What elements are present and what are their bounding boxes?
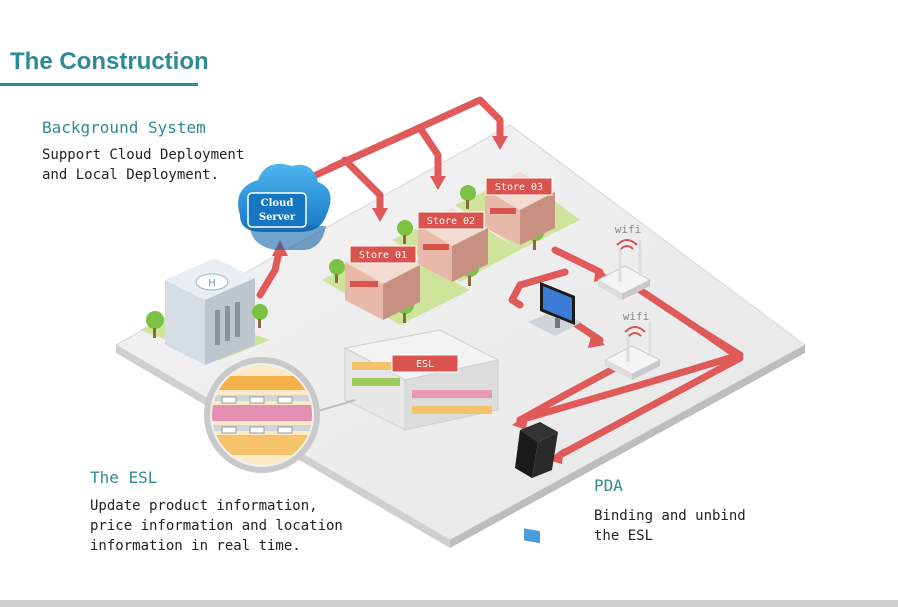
- pda-line1: Binding and unbind: [594, 508, 746, 524]
- svg-text:Cloud: Cloud: [261, 198, 294, 209]
- svg-text:Store 02: Store 02: [427, 216, 475, 227]
- svg-text:Store 01: Store 01: [359, 250, 407, 261]
- background-system-heading: Background System: [42, 118, 206, 137]
- store-label-01: Store 01: [349, 245, 417, 264]
- svg-text:wifi: wifi: [615, 223, 642, 236]
- the-esl-line2: price information and location: [90, 518, 343, 534]
- the-esl-line3: information in real time.: [90, 538, 301, 554]
- the-esl-heading: The ESL: [90, 468, 158, 487]
- svg-text:Store 03: Store 03: [495, 182, 543, 193]
- store-label-03: Store 03: [485, 177, 553, 196]
- svg-text:Server: Server: [259, 212, 296, 223]
- svg-text:H: H: [208, 278, 216, 289]
- the-esl-line1: Update product information,: [90, 498, 318, 514]
- svg-text:wifi: wifi: [623, 310, 650, 323]
- esl-label-badge: ESL: [391, 354, 459, 373]
- background-system-line2: and Local Deployment.: [42, 167, 220, 183]
- title-underline: [0, 83, 198, 86]
- background-system-line1: Support Cloud Deployment: [42, 147, 245, 163]
- headquarters-building: H: [165, 258, 255, 365]
- wifi-router-icon: wifi: [596, 223, 652, 300]
- wifi-router-icon: wifi: [603, 310, 662, 380]
- esl-shelf: [343, 329, 500, 431]
- page-title: The Construction: [10, 48, 209, 75]
- monitor-icon: [528, 282, 582, 336]
- svg-text:ESL: ESL: [416, 359, 434, 370]
- cloud-server-icon: Cloud Server: [238, 163, 331, 250]
- pda-line2: the ESL: [594, 528, 654, 544]
- pda-heading: PDA: [594, 476, 623, 495]
- esl-magnifier: [204, 357, 356, 473]
- bottom-divider: [0, 600, 898, 607]
- pda-device-icon: [515, 422, 558, 544]
- store-label-02: Store 02: [417, 211, 485, 230]
